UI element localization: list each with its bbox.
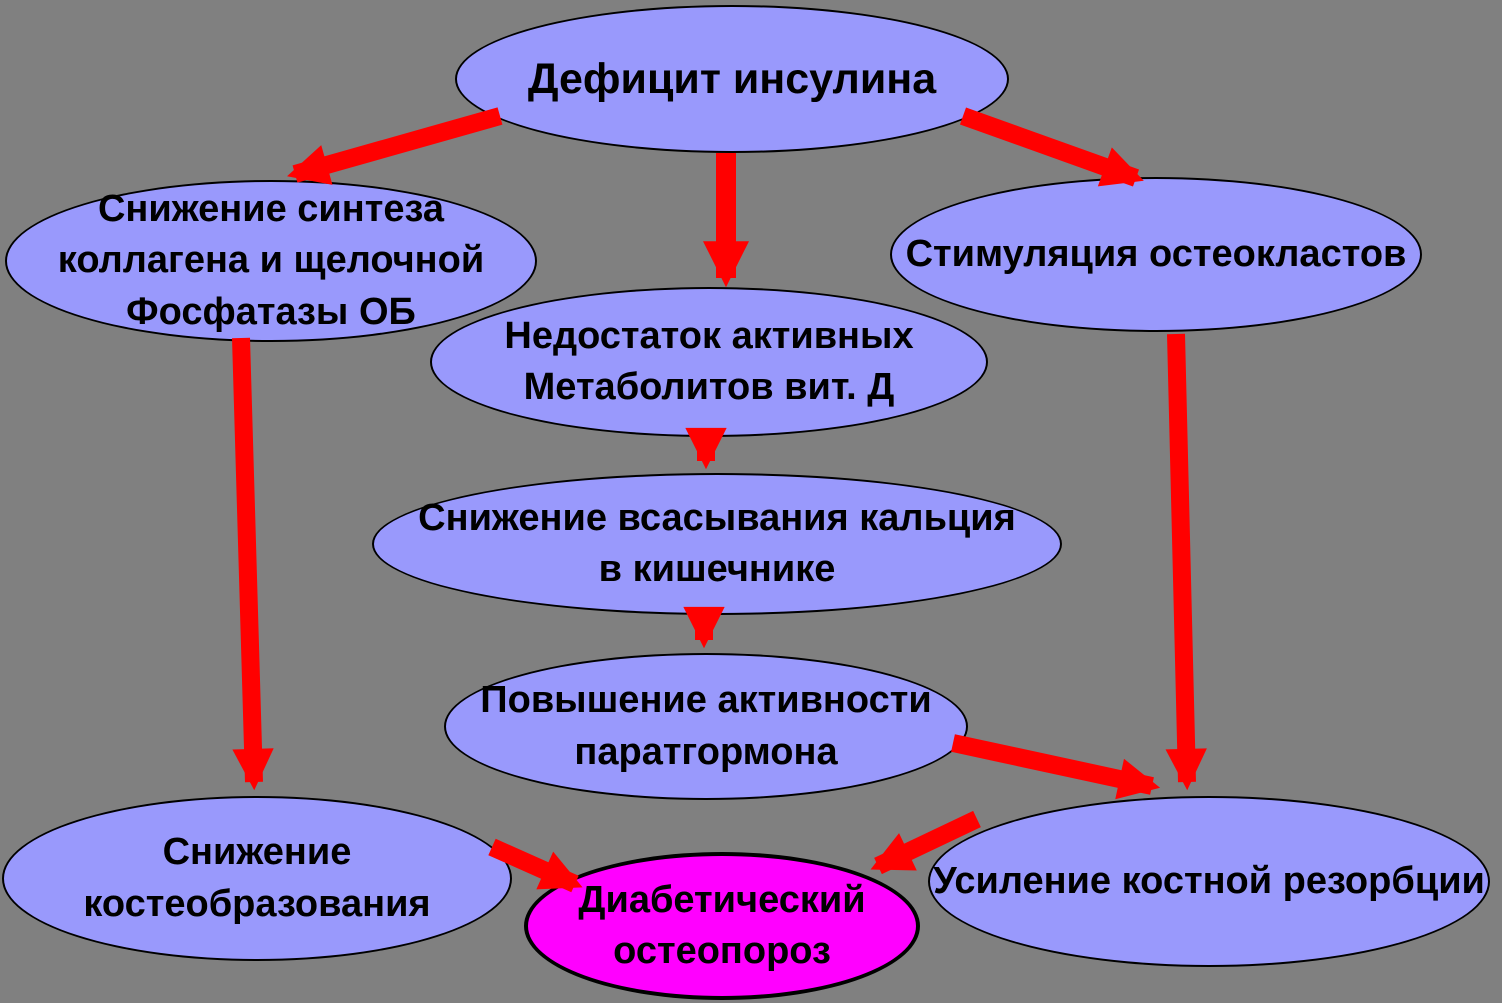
node-vitamin-d-metabolites-lack: Недостаток активных Метаболитов вит. Д	[430, 287, 988, 437]
arrow-osteoclast-stimulation-to-bone-resorption-increase	[1165, 333, 1207, 791]
node-label-calcium-absorption-decrease: Снижение всасывания кальция в кишечнике	[418, 496, 1016, 590]
node-bone-formation-decrease: Снижение костеобразования	[2, 796, 512, 961]
node-insulin-deficiency: Дефицит инсулина	[455, 5, 1009, 153]
node-label-osteoclast-stimulation: Стимуляция остеокластов	[905, 232, 1407, 275]
node-calcium-absorption-decrease: Снижение всасывания кальция в кишечнике	[372, 473, 1062, 615]
arrow-insulin-deficiency-to-collagen-synthesis-decrease	[287, 107, 503, 185]
node-label-parathormone-activity-increase: Повышение активности паратгормона	[480, 679, 932, 773]
node-label-diabetic-osteoporosis: Диабетический остеопороз	[578, 878, 866, 972]
node-bone-resorption-increase: Усиление костной резорбции	[928, 796, 1490, 967]
node-label-bone-resorption-increase: Усиление костной резорбции	[933, 859, 1485, 902]
node-parathormone-activity-increase: Повышение активности паратгормона	[444, 653, 968, 800]
node-label-bone-formation-decrease: Снижение костеобразования	[83, 831, 431, 925]
node-label-collagen-synthesis-decrease: Снижение синтеза коллагена и щелочной Фо…	[57, 188, 485, 333]
node-osteoclast-stimulation: Стимуляция остеокластов	[890, 177, 1422, 332]
node-collagen-synthesis-decrease: Снижение синтеза коллагена и щелочной Фо…	[5, 180, 537, 342]
arrow-insulin-deficiency-to-osteoclast-stimulation	[959, 107, 1144, 187]
node-label-insulin-deficiency: Дефицит инсулина	[527, 54, 937, 103]
arrow-collagen-synthesis-decrease-to-bone-formation-decrease	[232, 337, 274, 791]
node-label-vitamin-d-metabolites-lack: Недостаток активных Метаболитов вит. Д	[504, 314, 914, 408]
arrow-parathormone-activity-increase-to-bone-resorption-increase	[951, 734, 1161, 800]
node-diabetic-osteoporosis: Диабетический остеопороз	[524, 852, 920, 1000]
